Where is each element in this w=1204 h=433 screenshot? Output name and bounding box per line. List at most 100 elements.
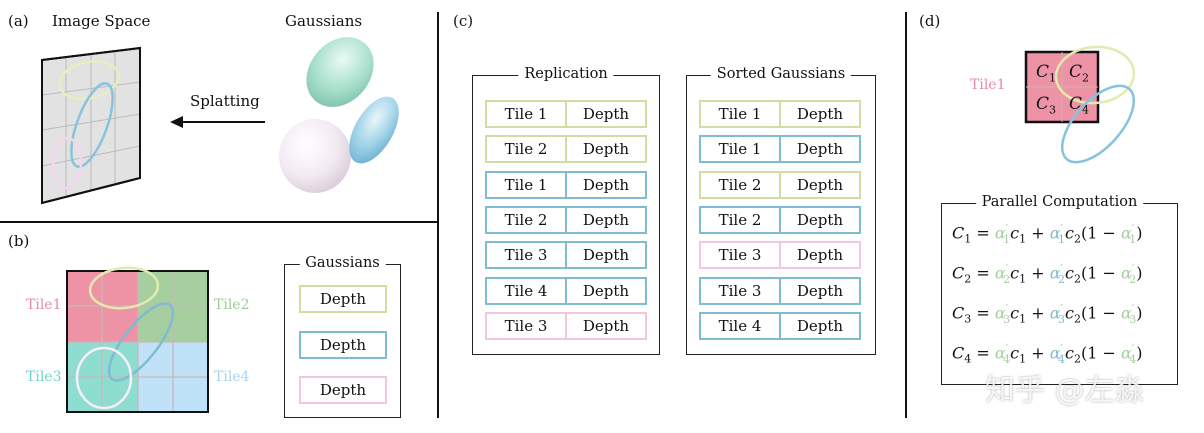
depth-cell: Depth — [779, 313, 859, 338]
divider-a-c — [437, 12, 439, 418]
tile-cell: Tile 2 — [718, 210, 762, 229]
tile-cell: Tile 2 — [718, 175, 762, 194]
cell-c3: C3 — [1036, 94, 1057, 117]
pink-splat — [51, 136, 83, 190]
depth-cell: Depth — [779, 243, 859, 268]
eq-lhs-index: 1 — [964, 232, 972, 246]
eq-lhs: C — [952, 263, 965, 283]
eq-lhs: C — [952, 303, 965, 323]
eq-lhs-index: 2 — [964, 272, 972, 286]
parallel-computation-group: Parallel Computation C1 = α′1c1 + α′1c2(… — [941, 194, 1178, 385]
eq-idx: 3 — [1058, 312, 1065, 326]
replication-row: Tile 2 Depth — [485, 135, 647, 164]
tile-cell: Tile 2 — [504, 140, 548, 159]
panel-b-label: (b) — [8, 232, 30, 250]
depth-cell: Depth — [779, 172, 859, 197]
tile-grid — [66, 266, 209, 413]
replication-row: Tile 2 Depth — [485, 205, 647, 234]
sorted-row: Tile 1 Depth — [699, 135, 861, 164]
sorted-row: Tile 2 Depth — [699, 170, 861, 199]
depth-cell: Depth — [779, 278, 859, 303]
depth-box-pink: Depth — [299, 376, 387, 404]
tile-cell: Tile 3 — [504, 246, 548, 265]
eq-idx: 2 — [1129, 272, 1137, 286]
depth-cell: Depth — [565, 313, 645, 338]
panel-a-label: (a) — [8, 12, 29, 30]
eq-idx: 1 — [1129, 232, 1137, 246]
tile1-d-label: Tile1 — [970, 77, 1006, 93]
gaussian-blue — [349, 96, 399, 164]
depth-cell: Depth — [565, 102, 645, 126]
gaussian-pink — [279, 119, 351, 193]
equation-c1: C1 = α′1c1 + α′1c2(1 − α′1) — [952, 222, 1143, 246]
sorted-row: Tile 4 Depth — [699, 311, 861, 340]
panel-c-label: (c) — [453, 12, 474, 30]
depth-cell: Depth — [565, 207, 645, 232]
gaussians-title: Gaussians — [285, 12, 363, 30]
parallel-computation-title: Parallel Computation — [975, 194, 1144, 210]
eq-idx: 4 — [1129, 352, 1137, 366]
splatting-arrow — [170, 116, 265, 128]
tile-cell: Tile 4 — [718, 316, 762, 335]
tile-cell: Tile 3 — [504, 316, 548, 335]
eq-idx: 1 — [1003, 232, 1011, 246]
eq-idx: 3 — [1003, 312, 1011, 326]
sorted-row: Tile 3 Depth — [699, 241, 861, 270]
cell-c4: C4 — [1069, 94, 1090, 117]
sorted-row: Tile 3 Depth — [699, 276, 861, 305]
equation-c4: C4 = α′4c1 + α′4c2(1 − α′4) — [952, 342, 1143, 366]
eq-idx: 3 — [1129, 312, 1137, 326]
tile-cell: Tile 1 — [504, 105, 548, 123]
eq-idx: 1 — [1058, 232, 1065, 246]
cell-c1: C1 — [1036, 62, 1057, 85]
eq-lhs-index: 3 — [964, 312, 972, 326]
eq-lhs: C — [952, 223, 965, 243]
tile-cell: Tile 4 — [504, 281, 548, 300]
tile-cell: Tile 1 — [718, 105, 762, 123]
tile4-label: Tile4 — [214, 369, 250, 385]
tile-cell: Tile 3 — [718, 281, 762, 300]
tile-cell: Tile 2 — [504, 210, 548, 229]
depth-cell: Depth — [779, 207, 859, 232]
eq-lhs-index: 4 — [964, 352, 972, 366]
yellow-splat — [58, 60, 120, 100]
tile1-label: Tile1 — [26, 297, 62, 313]
eq-idx: 4 — [1003, 352, 1011, 366]
eq-idx: 2 — [1058, 272, 1065, 286]
tile2-label: Tile2 — [214, 297, 250, 313]
tile-cell: Tile 1 — [718, 140, 762, 159]
depth-box-yellow: Depth — [299, 285, 387, 313]
divider-c-d — [905, 12, 907, 418]
replication-row: Tile 4 Depth — [485, 276, 647, 305]
image-plane — [41, 46, 141, 205]
eq-lhs: C — [952, 343, 965, 363]
splatting-label: Splatting — [190, 92, 260, 110]
depth-cell: Depth — [565, 137, 645, 162]
eq-idx: 2 — [1003, 272, 1011, 286]
watermark: 知乎 @左淼 — [985, 373, 1145, 408]
cell-c2: C2 — [1069, 62, 1090, 85]
tile-cell: Tile 3 — [718, 246, 762, 265]
gaussian-green — [306, 37, 374, 107]
equation-c3: C3 = α′3c1 + α′3c2(1 − α′3) — [952, 302, 1143, 326]
equation-c2: C2 = α′2c1 + α′2c2(1 − α′2) — [952, 262, 1143, 286]
replication-row: Tile 3 Depth — [485, 311, 647, 340]
sorted-title: Sorted Gaussians — [710, 66, 852, 82]
panel-d-label: (d) — [919, 12, 941, 30]
sorted-row: Tile 2 Depth — [699, 205, 861, 234]
replication-title: Replication — [518, 66, 614, 82]
gaussians-group: Gaussians Depth Depth Depth — [284, 255, 401, 418]
depth-box-blue: Depth — [299, 331, 387, 359]
image-space-title: Image Space — [52, 12, 151, 30]
panel-a-graphic — [41, 37, 399, 205]
blue-splat — [70, 82, 114, 168]
depth-cell: Depth — [565, 172, 645, 197]
depth-cell: Depth — [779, 137, 859, 162]
depth-cell: Depth — [565, 278, 645, 303]
tile1-detail — [1024, 45, 1136, 164]
eq-idx: 4 — [1058, 352, 1065, 366]
